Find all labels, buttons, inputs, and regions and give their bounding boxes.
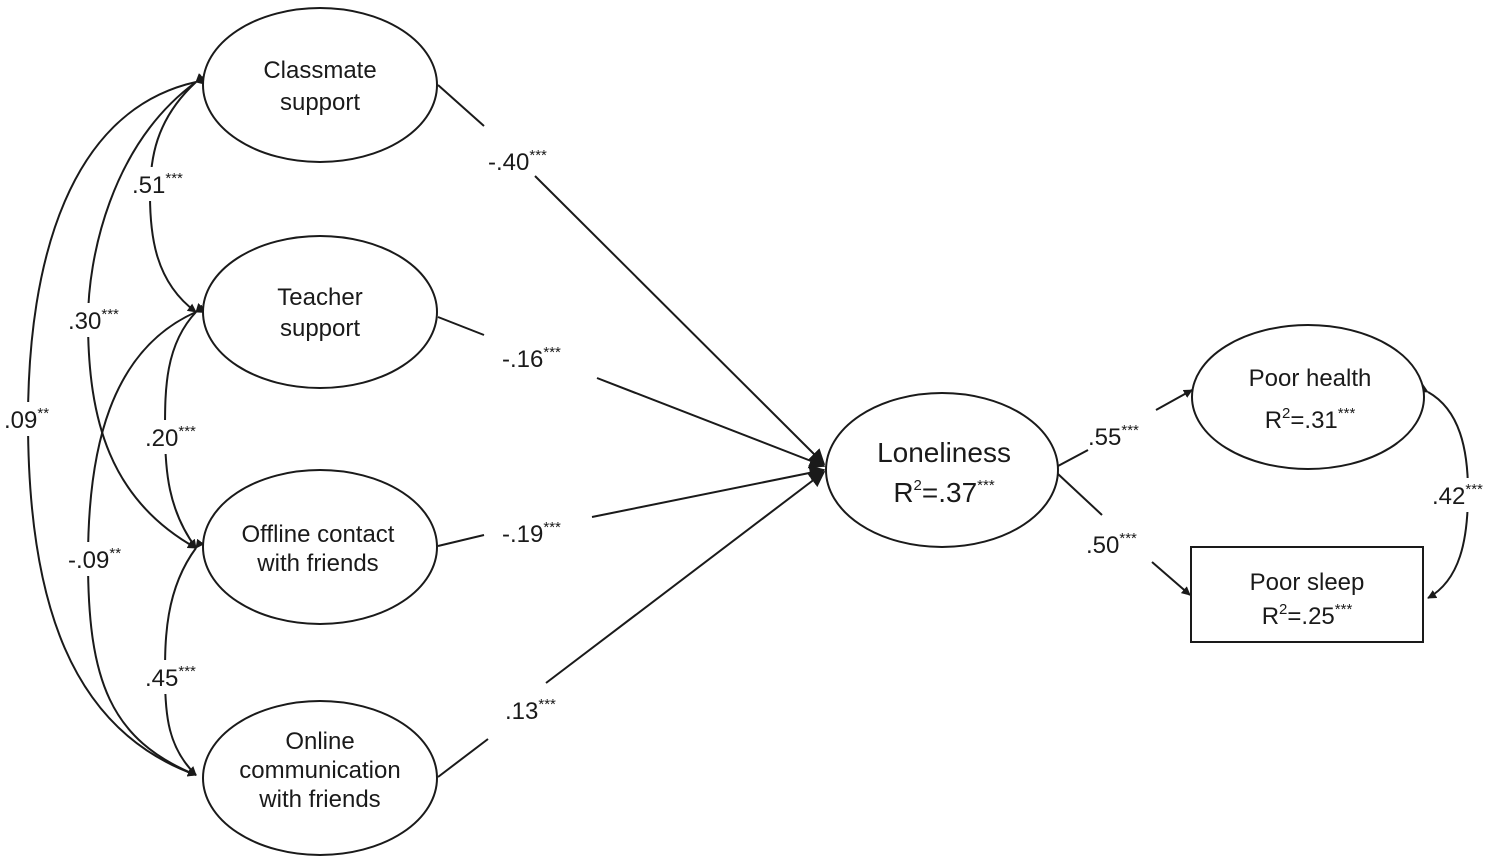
node-online-communication-line3: with friends [258,786,380,813]
correlation-coef-teacher-offline: .20*** [145,423,196,452]
correlation-label-bg-group [2,167,1498,694]
correlation-coef-health-sleep: .42*** [1432,481,1483,510]
node-online-communication-line2: communication [239,757,400,784]
path-line-offline-loneliness-b [591,465,826,518]
correlation-label-bg-classmate-online [2,402,58,436]
correlation-coef-teacher-online: -.09** [68,545,121,574]
node-poor-sleep: Poor sleep R2=.25*** [1190,546,1424,643]
path-line-loneliness-sleep-b [1151,561,1191,596]
path-line-teacher-loneliness-b [596,377,826,469]
correlation-coef-classmate-online: .09** [4,405,49,434]
correlation-label-bg-offline-online [142,660,214,694]
node-offline-contact: Offline contact with friends [202,469,438,625]
node-offline-contact-line2: with friends [256,550,378,577]
correlation-label-bg-classmate-offline [66,303,138,337]
correlation-label-bg-teacher-offline [142,420,214,454]
node-teacher-support-shape [202,235,438,389]
node-poor-health: Poor health R2=.31*** [1191,324,1425,470]
path-coef-loneliness-sleep: .50*** [1086,530,1137,559]
path-line-loneliness-health-b [1155,389,1193,411]
path-coef-online-loneliness: .13*** [505,696,556,725]
correlation-coef-classmate-teacher: .51*** [132,170,183,199]
node-online-communication-shape [202,700,438,856]
correlation-label-bg-teacher-online [66,542,138,576]
correlation-coef-classmate-offline: .30*** [68,306,119,335]
path-coef-teacher-loneliness: -.16*** [502,344,561,373]
correlation-coef-offline-online: .45*** [145,663,196,692]
path-line-offline-loneliness-a [437,534,485,547]
node-offline-contact-line1: Offline contact [242,521,395,548]
node-loneliness: Loneliness R2=.37*** [825,392,1059,548]
path-line-classmate-loneliness-b [534,175,826,466]
node-poor-health-r2: R2=.31*** [1265,405,1356,434]
node-poor-sleep-r2: R2=.25*** [1262,601,1353,630]
path-coef-offline-loneliness: -.19*** [502,519,561,548]
node-classmate-support: Classmate support [202,7,438,163]
correlation-label-bg-health-sleep [1430,478,1498,512]
path-coef-classmate-loneliness: -.40*** [488,147,547,176]
node-online-communication-line1: Online [285,728,354,755]
node-teacher-support: Teacher support [202,235,438,389]
correlation-label-bg-classmate-teacher [128,167,196,201]
path-line-online-loneliness-a [437,738,489,778]
path-line-teacher-loneliness-a [437,316,485,336]
path-line-loneliness-health-a [1057,449,1089,467]
node-poor-sleep-shape [1190,546,1424,643]
path-line-classmate-loneliness-a [437,84,485,127]
node-poor-health-label: Poor health [1249,365,1372,392]
node-classmate-support-line1: Classmate [263,57,376,84]
path-line-online-loneliness-b [545,471,826,684]
node-teacher-support-line2: support [280,315,360,342]
node-poor-sleep-label: Poor sleep [1250,569,1365,596]
path-line-loneliness-sleep-a [1057,473,1103,516]
node-classmate-support-line2: support [280,89,360,116]
node-poor-health-shape [1191,324,1425,470]
node-loneliness-label: Loneliness [877,437,1011,468]
node-teacher-support-line1: Teacher [277,284,362,311]
node-online-communication: Online communication with friends [202,700,438,856]
node-loneliness-r2: R2=.37*** [893,477,995,508]
node-classmate-support-shape [202,7,438,163]
node-offline-contact-shape [202,469,438,625]
path-coef-loneliness-health: .55*** [1088,422,1139,451]
node-loneliness-shape [825,392,1059,548]
